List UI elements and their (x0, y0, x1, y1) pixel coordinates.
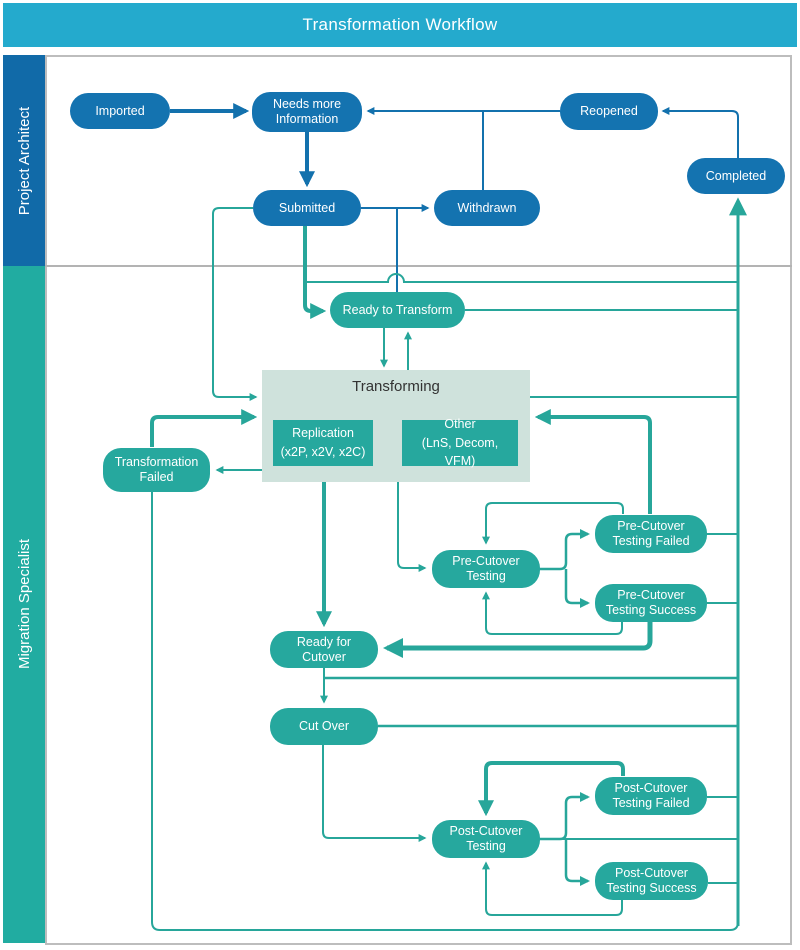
lane-project-architect (3, 55, 45, 266)
lane-divider (45, 265, 792, 267)
node-reopened: Reopened (560, 93, 658, 130)
replication-label: Replication (292, 426, 354, 441)
node-withdrawn: Withdrawn (434, 190, 540, 226)
node-pre-cutover-testing-failed: Pre-Cutover Testing Failed (595, 515, 707, 553)
other-label: Other (444, 416, 476, 431)
node-pre-cutover-testing-success: Pre-Cutover Testing Success (595, 584, 707, 622)
transforming-group-title: Transforming (352, 378, 440, 395)
node-needs-more-information: Needs more Information (252, 92, 362, 132)
node-completed: Completed (687, 158, 785, 194)
page-title: Transformation Workflow (302, 15, 498, 34)
diagram-title-bar: Transformation Workflow (3, 3, 797, 47)
node-imported: Imported (70, 93, 170, 129)
node-other: Other (LnS, Decom, VFM) (402, 417, 518, 468)
node-ready-to-transform: Ready to Transform (330, 292, 465, 328)
replication-sub: (x2P, x2V, x2C) (280, 445, 366, 459)
node-ready-for-cutover: Ready for Cutover (270, 631, 378, 668)
node-submitted: Submitted (253, 190, 361, 226)
node-post-cutover-testing-failed: Post-Cutover Testing Failed (595, 777, 707, 815)
node-cut-over: Cut Over (270, 708, 378, 745)
node-transformation-failed: Transformation Failed (103, 448, 210, 492)
node-replication: Replication (x2P, x2V, x2C) (273, 420, 373, 466)
lane-migration-specialist (3, 266, 45, 943)
other-sub: (LnS, Decom, VFM) (421, 435, 499, 469)
node-post-cutover-testing: Post-Cutover Testing (432, 820, 540, 858)
node-post-cutover-testing-success: Post-Cutover Testing Success (595, 862, 708, 900)
node-pre-cutover-testing: Pre-Cutover Testing (432, 550, 540, 588)
